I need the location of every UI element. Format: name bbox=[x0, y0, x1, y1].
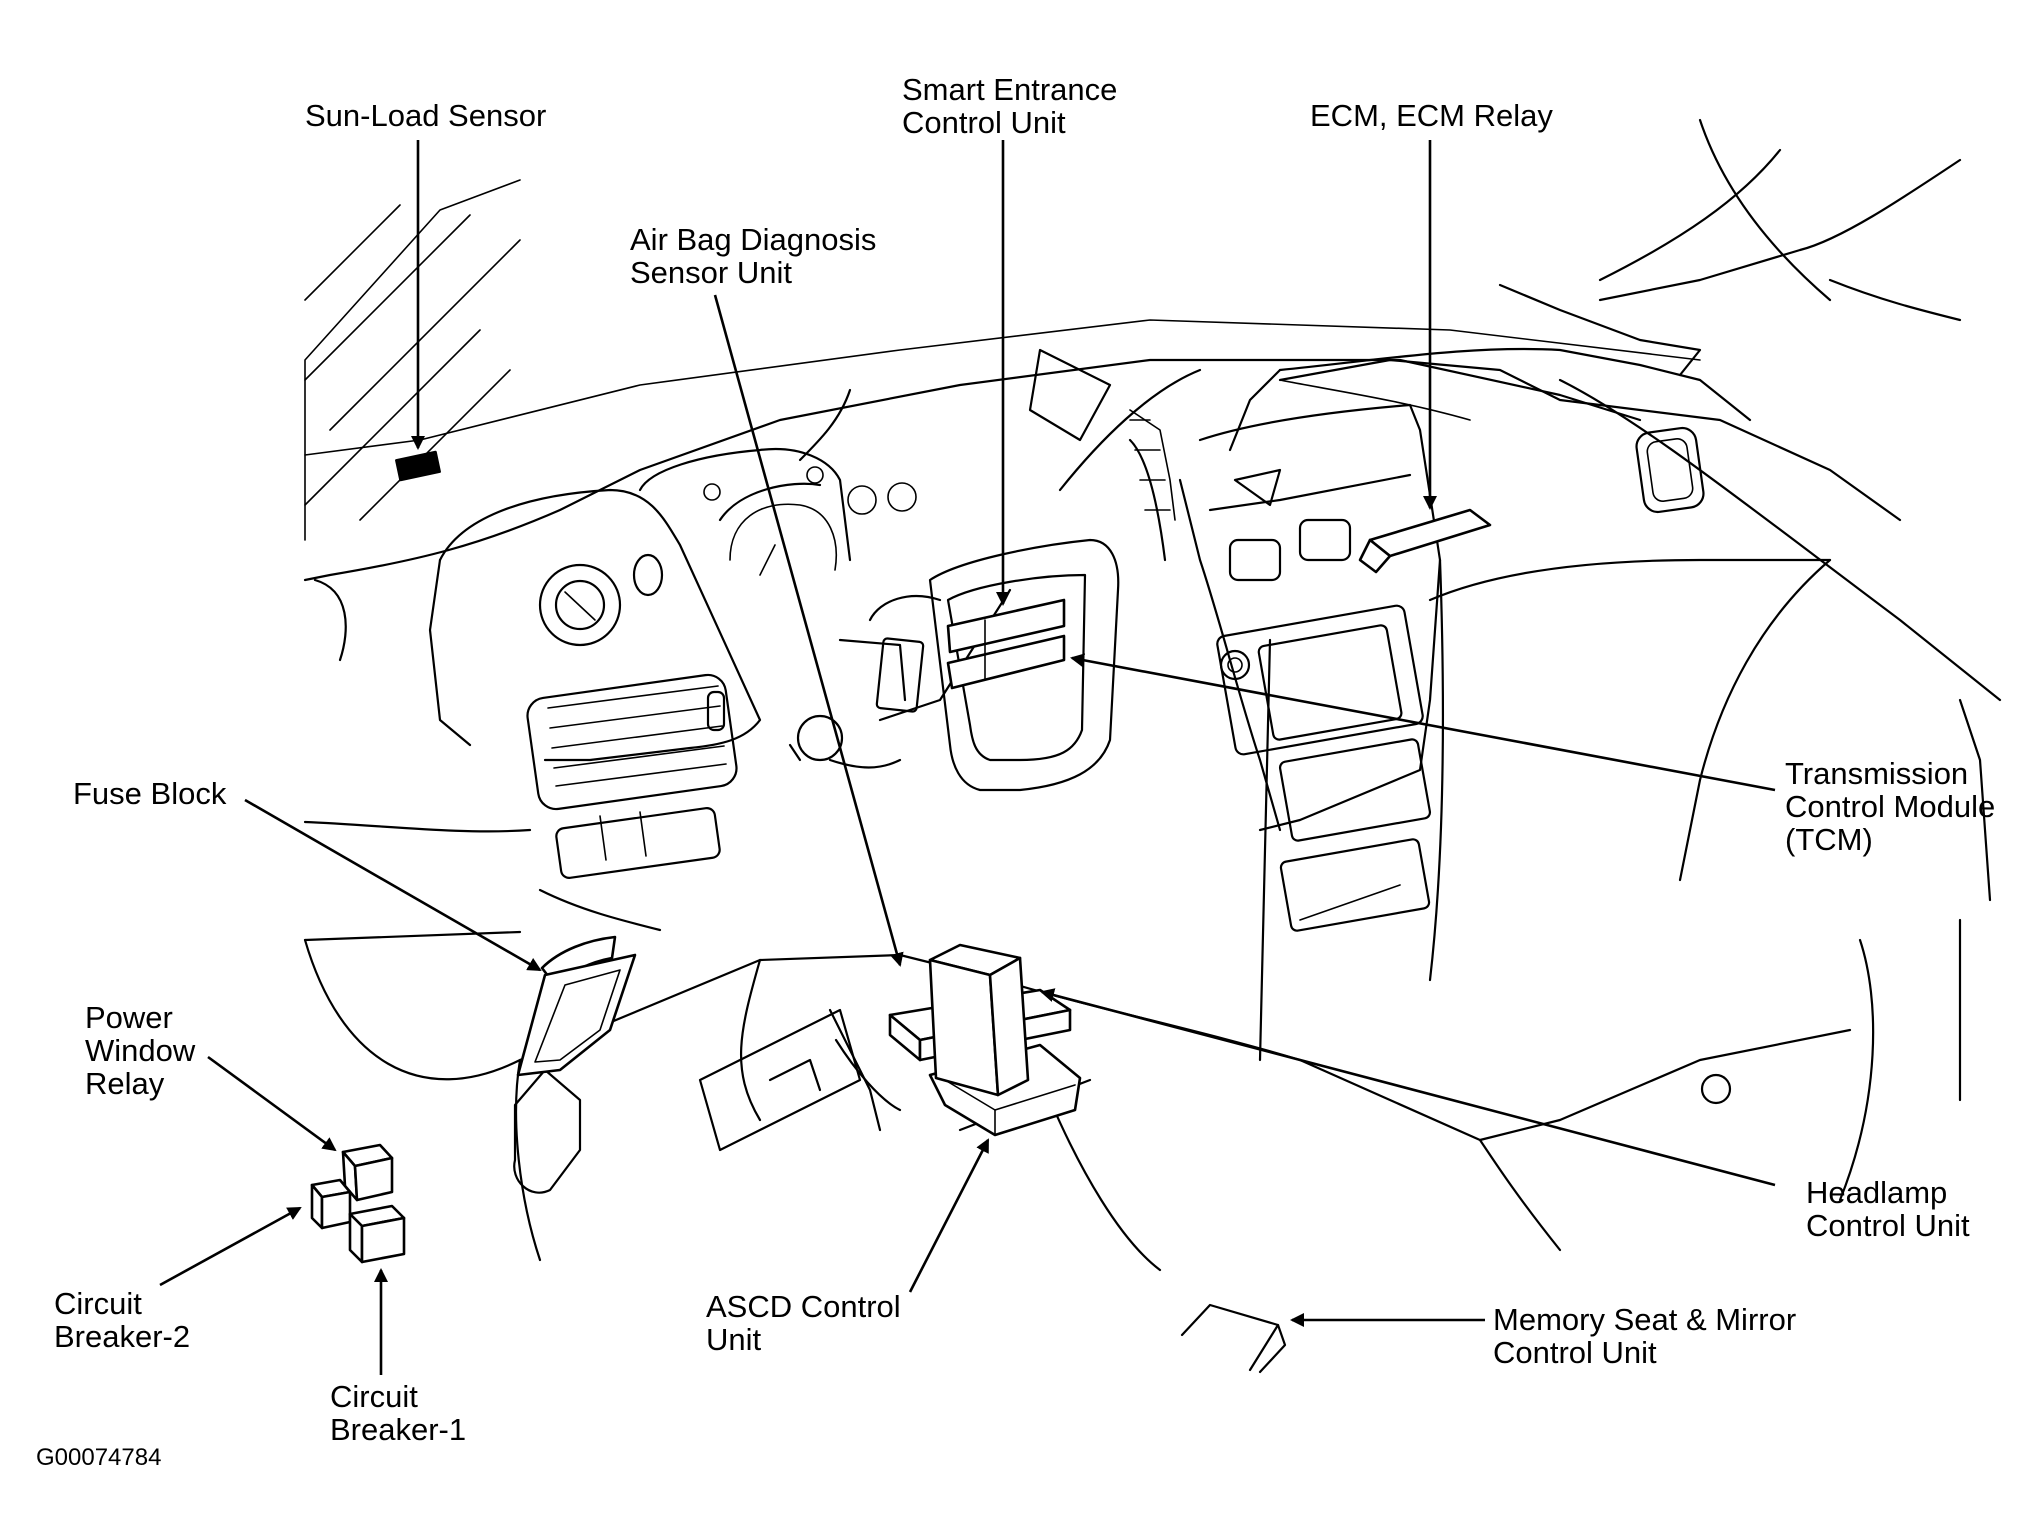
pedals bbox=[513, 1008, 1092, 1194]
ascd-leader bbox=[908, 1138, 990, 1293]
circuit-breaker-1-part bbox=[348, 1204, 406, 1264]
steering-column bbox=[788, 348, 1112, 769]
label-circuit-breaker-1: Circuit Breaker-1 bbox=[330, 1379, 466, 1447]
circuit-breaker-2-part bbox=[310, 1178, 352, 1230]
air-bag-leader bbox=[713, 294, 904, 967]
sun-load-sensor-part bbox=[395, 450, 441, 482]
label-tcm: Transmission Control Module (TCM) bbox=[1785, 756, 2004, 857]
label-memory-seat: Memory Seat & Mirror Control Unit bbox=[1493, 1302, 1805, 1370]
dashboard-body bbox=[303, 118, 2002, 902]
power-window-relay-part bbox=[341, 1143, 394, 1202]
instrument-cluster bbox=[638, 368, 1202, 576]
memory-seat-mark bbox=[1180, 1303, 1287, 1374]
label-power-window-relay: Power Window Relay bbox=[85, 1000, 204, 1101]
tcm-leader bbox=[1070, 653, 1776, 792]
label-air-bag: Air Bag Diagnosis Sensor Unit bbox=[630, 222, 885, 290]
air-bag-unit-part bbox=[928, 943, 1030, 1097]
label-sun-load-sensor: Sun-Load Sensor bbox=[305, 98, 546, 133]
lower-dash bbox=[303, 888, 1962, 1272]
power-window-leader bbox=[207, 1055, 337, 1152]
smart-entrance-part bbox=[946, 598, 1066, 690]
label-circuit-breaker-2: Circuit Breaker-2 bbox=[54, 1286, 190, 1354]
ecm-part bbox=[1358, 508, 1492, 574]
label-smart-entrance: Smart Entrance Control Unit bbox=[902, 72, 1126, 140]
label-ascd: ASCD Control Unit bbox=[706, 1289, 909, 1357]
fuse-block-part bbox=[516, 935, 637, 1077]
fuse-block-leader bbox=[244, 798, 542, 972]
label-fuse-block: Fuse Block bbox=[73, 776, 227, 811]
headlamp-leader bbox=[1040, 988, 1776, 1187]
circuit-breaker-2-leader bbox=[159, 1206, 302, 1287]
label-headlamp: Headlamp Control Unit bbox=[1806, 1175, 1970, 1243]
left-panel bbox=[303, 488, 762, 942]
label-ecm-relay: ECM, ECM Relay bbox=[1310, 98, 1553, 133]
figure-id: G00074784 bbox=[36, 1444, 161, 1471]
center-console bbox=[928, 403, 1445, 1062]
leader-lines bbox=[159, 140, 1776, 1375]
